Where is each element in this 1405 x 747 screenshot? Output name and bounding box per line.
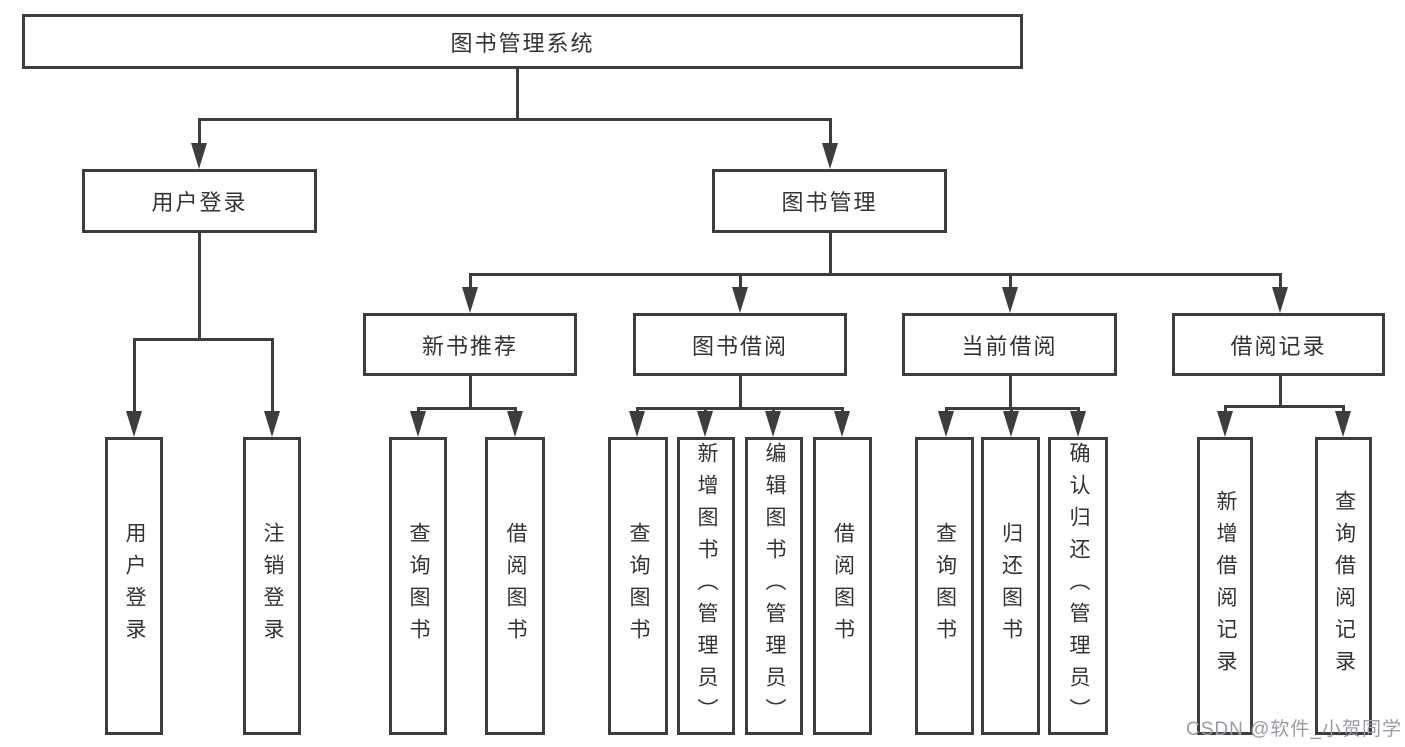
- node-label: 借阅图书: [831, 522, 855, 650]
- connector-line: [772, 407, 775, 413]
- connector-line: [516, 69, 519, 118]
- leaf-query-books-current: 查询图书: [915, 437, 974, 735]
- connector-line: [739, 273, 742, 289]
- leaf-return-books: 归还图书: [981, 437, 1040, 735]
- arrow-down-icon: [126, 411, 142, 437]
- connector-line: [271, 338, 274, 413]
- arrow-down-icon: [938, 411, 954, 437]
- connector-line: [198, 233, 201, 338]
- connector-line: [1342, 405, 1345, 413]
- node-label: 当前借阅: [961, 333, 1058, 359]
- connector-line: [1224, 405, 1344, 408]
- connector-line: [1279, 376, 1282, 405]
- connector-line: [469, 273, 472, 289]
- connector-line: [198, 118, 831, 121]
- connector-line: [1010, 407, 1013, 413]
- node-label: 借阅记录: [1230, 333, 1327, 359]
- connector-line: [1279, 273, 1282, 289]
- node-label: 用户登录: [151, 190, 248, 215]
- connector-line: [1009, 273, 1012, 289]
- arrow-down-icon: [1003, 411, 1019, 437]
- node-label: 查询借阅记录: [1332, 490, 1356, 682]
- arrow-down-icon: [1335, 411, 1351, 437]
- arrow-down-icon: [1070, 411, 1086, 437]
- node-label: 查询图书: [407, 522, 430, 650]
- connector-line: [133, 338, 136, 413]
- node-label: 新增借阅记录: [1214, 490, 1237, 682]
- node-label: 新书推荐: [421, 333, 518, 359]
- arrow-down-icon: [697, 411, 713, 437]
- node-book-borrowing: 图书借阅: [633, 313, 847, 376]
- arrow-down-icon: [732, 287, 748, 313]
- leaf-borrow-books-recommend: 借阅图书: [485, 437, 545, 735]
- connector-line: [417, 407, 420, 413]
- node-borrowing-records: 借阅记录: [1172, 313, 1385, 376]
- connector-line: [417, 407, 517, 410]
- connector-line: [1077, 407, 1080, 413]
- node-label: 确认归还（管理员）: [1067, 442, 1090, 730]
- connector-line: [704, 407, 707, 413]
- arrow-down-icon: [1217, 411, 1233, 437]
- node-label: 注销登录: [261, 522, 284, 650]
- leaf-query-books-borrowing: 查询图书: [608, 437, 668, 735]
- arrow-down-icon: [765, 411, 781, 437]
- connector-line: [636, 407, 639, 413]
- node-book-management: 图书管理: [712, 169, 947, 233]
- node-label: 归还图书: [999, 522, 1023, 650]
- node-label: 图书管理系统: [450, 30, 595, 56]
- node-label: 查询图书: [627, 522, 650, 650]
- connector-line: [841, 407, 844, 413]
- node-label: 借阅图书: [504, 522, 527, 650]
- csdn-watermark: CSDN @软件_小贺同学: [1186, 719, 1402, 740]
- arrow-down-icon: [822, 143, 838, 169]
- node-label: 图书管理: [781, 190, 878, 215]
- leaf-query-books-recommend: 查询图书: [389, 437, 447, 735]
- leaf-user-login: 用户登录: [105, 437, 163, 735]
- arrow-down-icon: [629, 411, 645, 437]
- node-label: 编辑图书（管理员）: [763, 442, 786, 730]
- leaf-add-books-admin: 新增图书（管理员）: [677, 437, 735, 735]
- connector-line: [198, 118, 201, 145]
- arrow-down-icon: [507, 411, 523, 437]
- node-label: 新增图书（管理员）: [695, 442, 718, 730]
- connector-line: [514, 407, 517, 413]
- node-current-borrowing: 当前借阅: [902, 313, 1117, 376]
- connector-line: [1224, 405, 1227, 413]
- arrow-down-icon: [191, 143, 207, 169]
- leaf-borrow-books: 借阅图书: [813, 437, 872, 735]
- leaf-add-borrow-record: 新增借阅记录: [1197, 437, 1253, 735]
- connector-line: [469, 273, 1281, 276]
- arrow-down-icon: [410, 411, 426, 437]
- connector-line: [829, 233, 832, 273]
- connector-line: [829, 118, 832, 145]
- leaf-logout: 注销登录: [243, 437, 301, 735]
- leaf-confirm-return-admin: 确认归还（管理员）: [1048, 437, 1108, 735]
- arrow-down-icon: [1002, 287, 1018, 313]
- connector-line: [469, 376, 472, 407]
- node-label: 图书借阅: [691, 333, 788, 359]
- arrow-down-icon: [834, 411, 850, 437]
- arrow-down-icon: [264, 411, 280, 437]
- connector-line: [739, 376, 742, 407]
- connector-line: [1009, 376, 1012, 407]
- arrow-down-icon: [1272, 287, 1288, 313]
- node-label: 用户登录: [123, 522, 146, 650]
- node-user-login: 用户登录: [82, 169, 317, 233]
- leaf-query-borrow-record: 查询借阅记录: [1315, 437, 1372, 735]
- node-book-management-system: 图书管理系统: [22, 14, 1023, 69]
- node-label: 查询图书: [933, 522, 957, 650]
- node-new-book-recommend: 新书推荐: [363, 313, 577, 376]
- arrow-down-icon: [462, 287, 478, 313]
- leaf-edit-books-admin: 编辑图书（管理员）: [745, 437, 803, 735]
- connector-line: [945, 407, 948, 413]
- connector-line: [133, 338, 274, 341]
- connector-line: [636, 407, 844, 410]
